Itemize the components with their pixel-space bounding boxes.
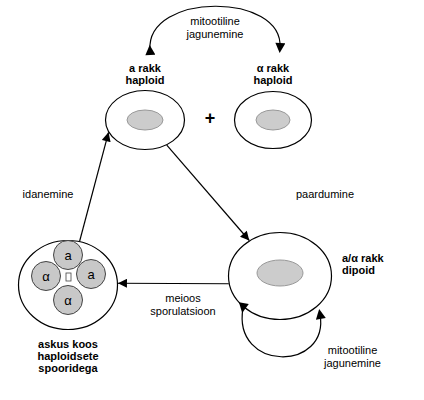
process-label: meioos sporulatsioon [138, 292, 228, 318]
cell-shape [106, 91, 185, 150]
cell-shape [19, 241, 118, 330]
spore-shape [54, 241, 83, 270]
spore-shape [32, 262, 61, 291]
cell-label: a rakk haploid [119, 62, 171, 86]
life-cycle-arrow [80, 132, 109, 241]
life-cycle-arrow [118, 283, 229, 285]
cell-label: askus koos haploidsete spooridega [28, 338, 108, 374]
life-cycle-arrow [167, 145, 250, 240]
spore-circle: a [53, 240, 83, 270]
cell-label: α rakk haploid [245, 62, 301, 86]
annotation-label: mitootiline jagunemine [165, 15, 265, 41]
spore-label: α [53, 285, 83, 315]
cell-label: a/α rakk dipoid [342, 252, 400, 276]
spore-label: α [31, 261, 61, 291]
process-label: paardumine [293, 188, 357, 201]
spore-circle: α [53, 285, 83, 315]
spore-shape [77, 260, 106, 289]
cell-ellipse: a/α rakk dipoid [228, 232, 332, 320]
spore-circle: α [31, 261, 61, 291]
cell-outline [234, 91, 312, 149]
cell-ellipse: α rakk haploid [234, 91, 312, 149]
cell-shape [229, 233, 332, 320]
cell-outline [228, 232, 332, 320]
annotation-label: + [200, 108, 220, 128]
spore-circle: a [76, 259, 106, 289]
cell-outline [105, 90, 185, 150]
annotation-label: mitootiline jagunemine [305, 344, 400, 370]
cell-ellipse: askus koos haploidsete spooridegaaαaα [18, 240, 118, 330]
spore-label: a [53, 240, 83, 270]
cell-shape [235, 92, 312, 149]
process-label: idanemine [16, 188, 80, 201]
spore-label: a [76, 259, 106, 289]
cell-ellipse: a rakk haploid [105, 90, 185, 150]
spore-shape [54, 286, 83, 315]
mitosis-loop [150, 6, 280, 50]
